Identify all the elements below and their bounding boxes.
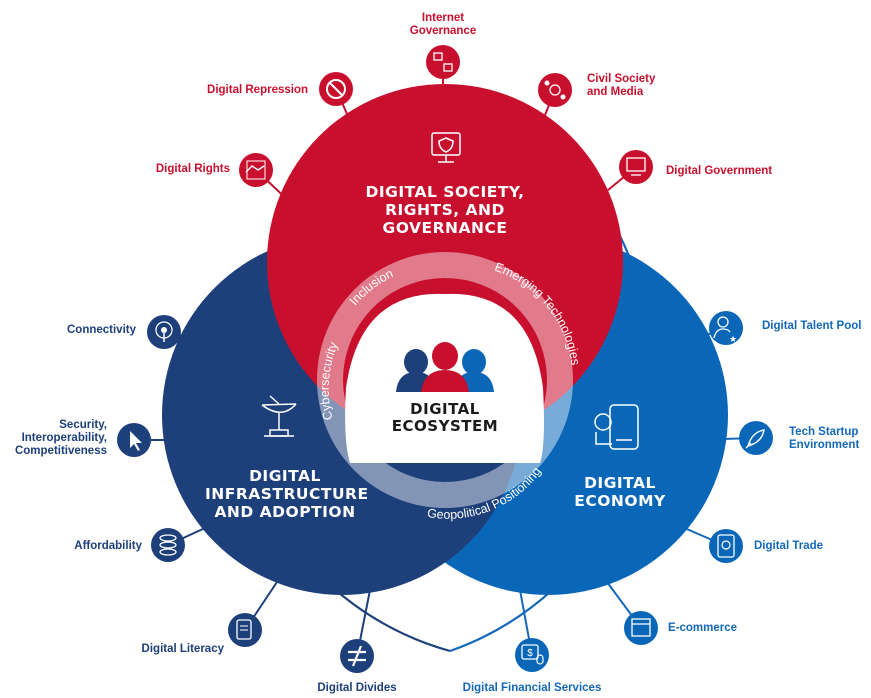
svg-text:★: ★: [729, 335, 737, 345]
economy-title: DIGITAL ECONOMY: [574, 474, 666, 510]
people-icon: [396, 342, 494, 392]
node-digital-repression-icon[interactable]: [319, 72, 353, 106]
label-internet-governance: Internet Governance: [409, 12, 477, 37]
label-connectivity: Connectivity: [66, 324, 136, 336]
label-digital-divides: Digital Divides: [317, 682, 397, 694]
node-civil-society-icon[interactable]: [538, 73, 572, 107]
mobile-payment-icon: [594, 404, 639, 450]
node-talent-pool-icon[interactable]: ★: [709, 311, 743, 345]
node-digital-government-icon[interactable]: [619, 150, 653, 184]
label-digital-repression: Digital Repression: [207, 84, 308, 96]
node-digital-rights-icon[interactable]: [239, 153, 273, 187]
node-startup-icon[interactable]: [739, 421, 773, 455]
shield-monitor-icon: [431, 132, 461, 163]
cross-cutting-ring: [317, 252, 573, 508]
label-financial-services: Digital Financial Services: [462, 682, 602, 694]
label-affordability: Affordability: [74, 540, 142, 552]
label-digital-rights: Digital Rights: [155, 163, 230, 175]
node-internet-governance-icon[interactable]: [426, 45, 460, 79]
label-digital-literacy: Digital Literacy: [141, 643, 224, 655]
node-ecommerce-icon[interactable]: [624, 611, 658, 645]
node-financial-services-icon[interactable]: $: [515, 638, 549, 672]
label-startup: Tech Startup Environment: [789, 426, 860, 451]
label-digital-trade: Digital Trade: [754, 540, 824, 552]
svg-text:$: $: [527, 648, 533, 659]
society-title: DIGITAL SOCIETY, RIGHTS, AND GOVERNANCE: [365, 183, 525, 237]
ecosystem-title: DIGITAL ECOSYSTEM: [391, 400, 499, 435]
label-talent-pool: Digital Talent Pool: [762, 320, 862, 332]
node-digital-literacy-icon[interactable]: [228, 613, 262, 647]
node-digital-divides-icon[interactable]: [340, 639, 374, 673]
label-civil-society: Civil Society and Media: [587, 73, 656, 98]
infrastructure-title: DIGITAL INFRASTRUCTURE AND ADOPTION: [205, 467, 369, 521]
satellite-dish-icon: [261, 395, 297, 437]
label-ecommerce: E-commerce: [668, 622, 738, 634]
label-digital-government: Digital Government: [666, 165, 773, 177]
label-security: Security, Interoperability, Competitiven…: [14, 419, 107, 457]
node-affordability-icon[interactable]: [151, 528, 185, 562]
node-connectivity-icon[interactable]: [147, 315, 181, 349]
node-security-icon[interactable]: [117, 423, 151, 457]
node-digital-trade-icon[interactable]: [709, 529, 743, 563]
